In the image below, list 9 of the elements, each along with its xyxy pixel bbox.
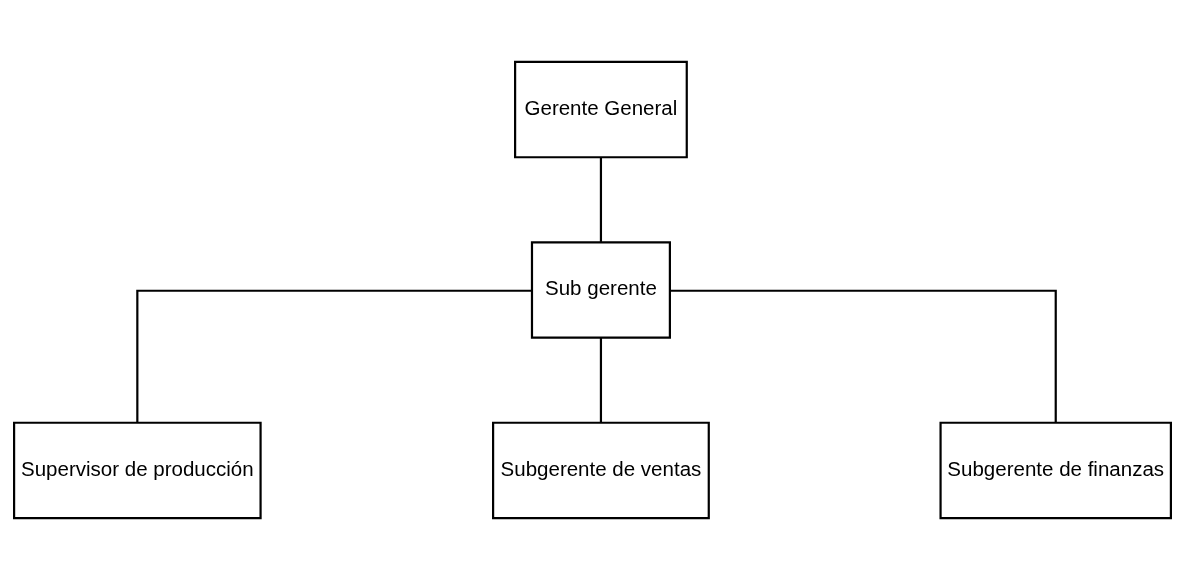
node-box: Gerente General [514,60,688,159]
node-box: Supervisor de producción [13,421,262,520]
connector [599,157,603,242]
node-box: Subgerente de finanzas [939,421,1172,520]
connector [670,289,1057,423]
node-box: Subgerente de ventas [492,421,710,520]
connector [136,289,532,423]
connector [599,337,603,423]
node-box: Sub gerente [530,241,671,339]
